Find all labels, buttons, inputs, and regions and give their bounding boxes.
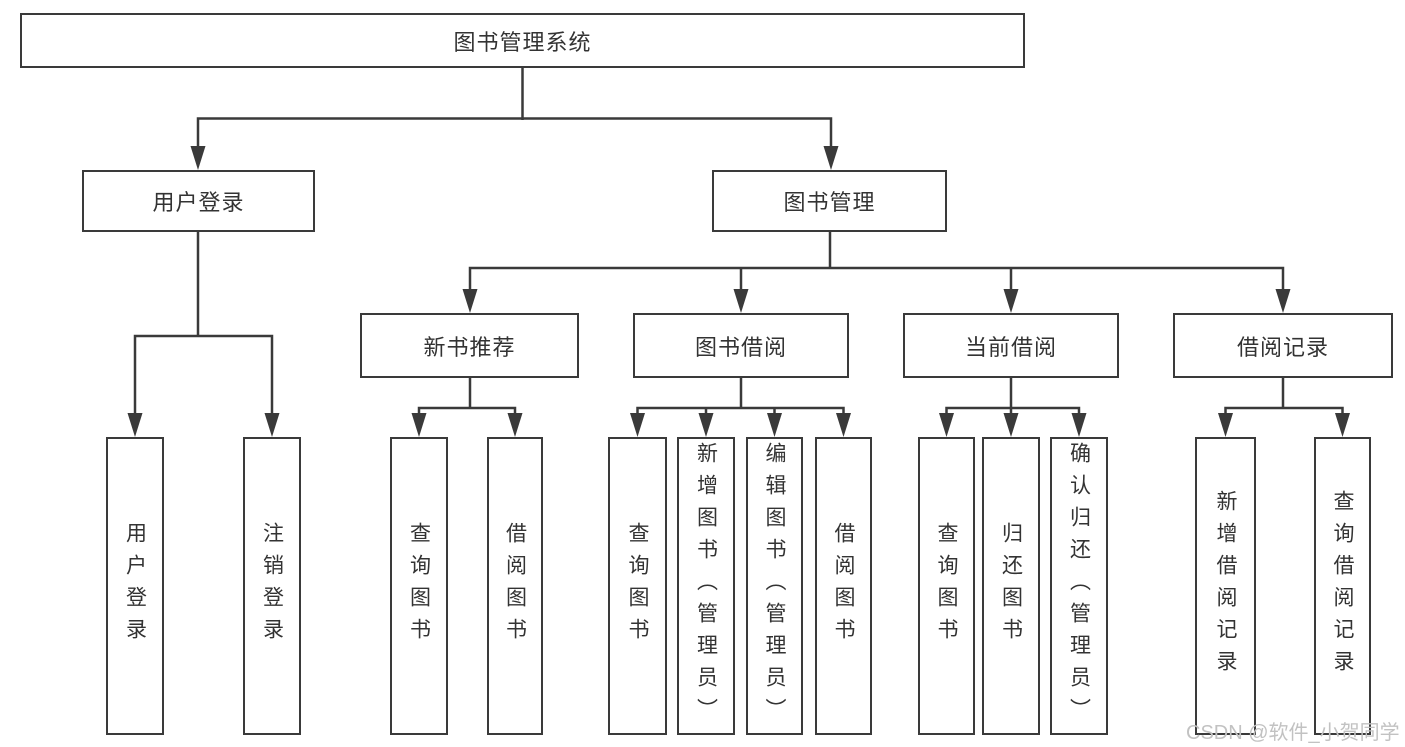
arrowhead — [836, 413, 851, 437]
leaf-label: 新增图书（管理员） — [694, 442, 718, 730]
arrowhead — [1003, 413, 1019, 437]
arrowhead — [630, 413, 645, 437]
arrowhead — [698, 413, 714, 437]
arrowhead — [507, 413, 523, 437]
node-label: 当前借阅 — [964, 334, 1057, 360]
leaf-query-books-borrow: 查询图书 — [608, 437, 667, 735]
arrowhead — [411, 413, 427, 437]
node-user-login: 用户登录 — [82, 170, 315, 232]
leaf-label: 归还图书 — [999, 522, 1023, 650]
node-book-management: 图书管理 — [712, 170, 947, 232]
node-new-book-recommend: 新书推荐 — [360, 313, 579, 378]
leaf-borrow-books-recommend: 借阅图书 — [487, 437, 543, 735]
leaf-add-borrow-record: 新增借阅记录 — [1195, 437, 1256, 735]
arrowhead — [823, 146, 839, 170]
leaf-edit-books-admin: 编辑图书（管理员） — [746, 437, 803, 735]
leaf-borrow-books: 借阅图书 — [815, 437, 872, 735]
leaf-label: 借阅图书 — [503, 522, 527, 650]
leaf-label: 查询图书 — [407, 522, 431, 650]
arrowhead — [264, 413, 280, 437]
node-current-borrow: 当前借阅 — [903, 313, 1119, 378]
leaf-label: 借阅图书 — [832, 522, 855, 650]
leaf-user-login: 用户登录 — [106, 437, 164, 735]
leaf-query-books-current: 查询图书 — [918, 437, 975, 735]
watermark: CSDN @软件_小贺同学 — [1186, 722, 1400, 744]
leaf-add-books-admin: 新增图书（管理员） — [677, 437, 735, 735]
leaf-logout: 注销登录 — [243, 437, 301, 735]
leaf-label: 用户登录 — [123, 522, 147, 650]
leaf-return-books: 归还图书 — [982, 437, 1040, 735]
arrowhead — [939, 413, 954, 437]
leaf-label: 确认归还（管理员） — [1067, 442, 1091, 730]
arrowhead — [1218, 413, 1233, 437]
leaf-query-borrow-record: 查询借阅记录 — [1314, 437, 1371, 735]
leaf-label: 查询借阅记录 — [1331, 490, 1354, 682]
node-label: 借阅记录 — [1236, 334, 1329, 360]
leaf-label: 查询图书 — [626, 522, 649, 650]
node-label: 图书管理系统 — [453, 29, 592, 55]
arrowhead — [767, 413, 782, 437]
leaf-label: 注销登录 — [260, 522, 284, 650]
leaf-label: 新增借阅记录 — [1214, 490, 1237, 682]
arrowhead — [190, 146, 206, 170]
node-borrow-records: 借阅记录 — [1173, 313, 1393, 378]
leaf-label: 编辑图书（管理员） — [763, 442, 786, 730]
arrowhead — [1071, 413, 1087, 437]
leaf-confirm-return-admin: 确认归还（管理员） — [1050, 437, 1108, 735]
node-book-borrow: 图书借阅 — [633, 313, 849, 378]
node-label: 用户登录 — [152, 190, 245, 215]
arrowhead — [1275, 289, 1291, 313]
arrowhead — [462, 289, 478, 313]
node-label: 新书推荐 — [423, 334, 516, 360]
arrowhead — [733, 289, 749, 313]
node-root: 图书管理系统 — [20, 13, 1025, 68]
arrowhead — [1335, 413, 1350, 437]
arrowhead — [1003, 289, 1019, 313]
leaf-query-books-recommend: 查询图书 — [390, 437, 448, 735]
arrowhead — [127, 413, 143, 437]
leaf-label: 查询图书 — [935, 522, 958, 650]
node-label: 图书借阅 — [694, 334, 787, 360]
node-label: 图书管理 — [783, 190, 876, 215]
